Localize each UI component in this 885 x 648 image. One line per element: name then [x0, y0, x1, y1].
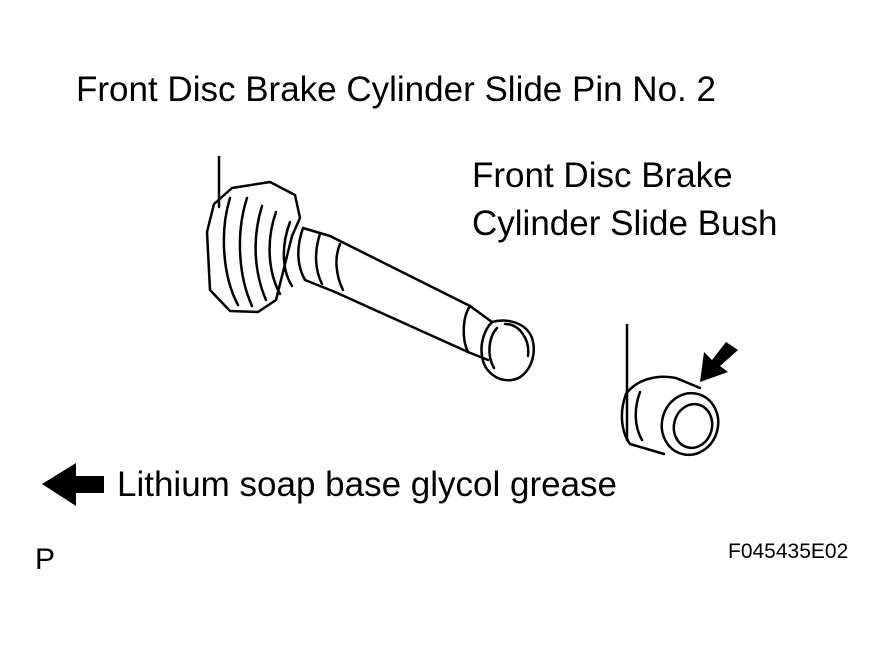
diagonal-arrow-icon — [700, 342, 738, 382]
p-mark: P — [35, 543, 56, 576]
slide-bush — [620, 375, 720, 457]
slide-bush-label-line2: Cylinder Slide Bush — [472, 204, 778, 243]
figure-code: F045435E02 — [728, 540, 849, 563]
left-arrow-icon — [42, 463, 104, 506]
slide-pin — [205, 180, 535, 382]
slide-bush-label-line1: Front Disc Brake — [472, 156, 733, 195]
slide-pin-label: Front Disc Brake Cylinder Slide Pin No. … — [76, 70, 716, 109]
grease-legend-label: Lithium soap base glycol grease — [117, 465, 618, 504]
